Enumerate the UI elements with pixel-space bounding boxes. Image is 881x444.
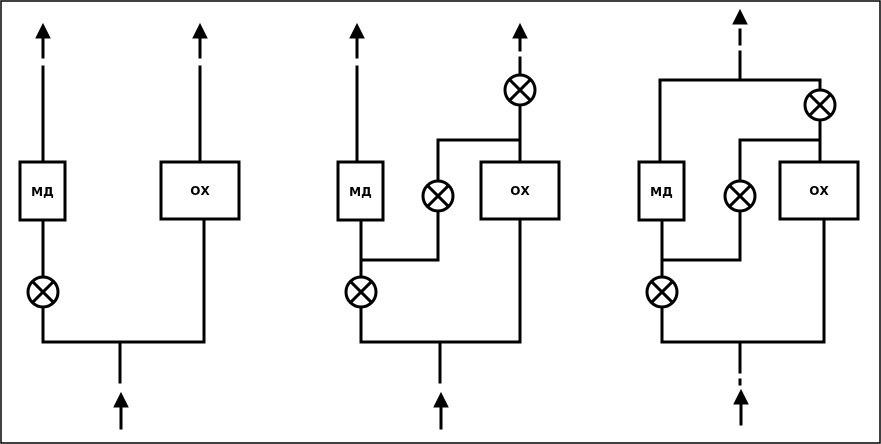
d2-outlet-valve — [503, 73, 537, 107]
arrow-up-icon — [192, 22, 208, 39]
arrow-up-icon — [732, 8, 748, 25]
d2-inlet-valve — [344, 275, 378, 309]
d1-valve — [26, 275, 60, 309]
arrow-up-icon — [512, 22, 528, 39]
d2-md-label: МД — [349, 185, 372, 199]
diagram-3: МД ОХ — [637, 8, 860, 426]
d2-bypass-valve — [421, 179, 455, 213]
arrow-up-icon — [733, 388, 749, 405]
d2-ox-box — [479, 160, 561, 221]
arrow-up-icon — [349, 22, 365, 39]
d3-ox-label: ОХ — [809, 184, 829, 198]
arrow-up-icon — [433, 391, 449, 408]
diagram-2: МД ОХ — [336, 22, 561, 430]
d2-md-box — [336, 160, 385, 222]
d1-ox-box — [159, 160, 241, 221]
d2-ox-label: ОХ — [510, 184, 530, 198]
d1-md-box — [18, 160, 67, 222]
diagram-1: МД ОХ — [18, 22, 241, 430]
arrow-up-icon — [35, 22, 51, 39]
d1-md-label: МД — [31, 185, 54, 199]
d3-md-label: МД — [650, 185, 673, 199]
arrow-up-icon — [113, 391, 129, 408]
d3-ox-box — [778, 160, 860, 221]
d3-outlet-valve — [803, 88, 837, 122]
d3-md-box — [637, 160, 686, 222]
d3-bypass-valve — [723, 179, 757, 213]
d3-inlet-valve — [645, 275, 679, 309]
d1-ox-label: ОХ — [190, 184, 210, 198]
